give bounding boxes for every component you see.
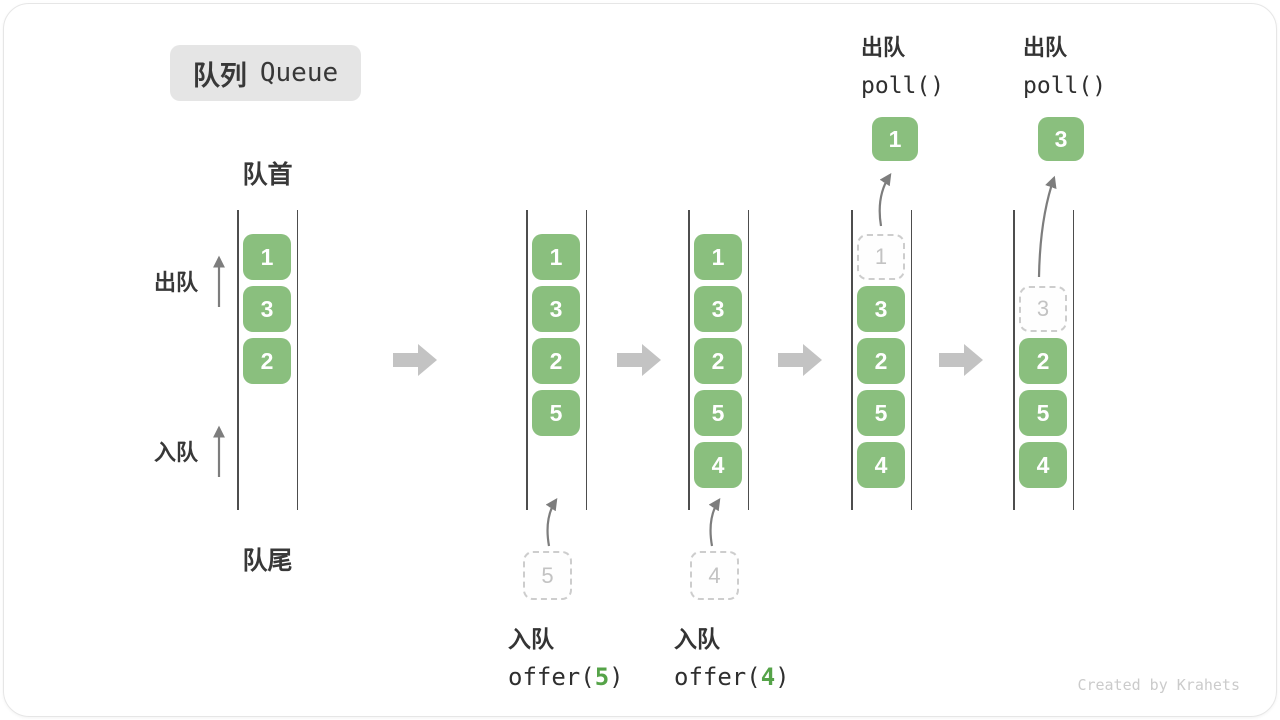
channel-line (910, 210, 912, 510)
staging-item-4: 4 (690, 551, 739, 600)
caption-code: poll() (861, 73, 945, 99)
code-arg: 5 (594, 663, 610, 691)
queue-item: 2 (694, 338, 742, 384)
queue-state-5: 3 2 5 4 (1013, 210, 1074, 510)
dequeue-caption-1: 出队 poll() (861, 30, 944, 99)
channel-line (237, 210, 239, 510)
channel-line (585, 210, 587, 510)
channel-line (1013, 210, 1015, 510)
queue-state-2: 1 3 2 5 (526, 210, 587, 510)
code-pre: offer( (508, 663, 595, 691)
queue-state-1: 1 3 2 (237, 210, 298, 510)
label-dequeue: 出队 (154, 270, 199, 295)
queue-item-removed: 3 (1019, 286, 1067, 332)
title-en: Queue (259, 58, 339, 88)
channel-line (688, 210, 690, 510)
queue-state-4: 1 3 2 5 4 (851, 210, 912, 510)
staging-item-5: 5 (523, 551, 572, 600)
channel-line (526, 210, 528, 510)
title-zh: 队列 (192, 60, 247, 91)
queue-item: 4 (694, 442, 742, 488)
card-border (3, 3, 1277, 717)
queue-item: 2 (1019, 338, 1067, 384)
channel-line (747, 210, 749, 510)
diagram-title: 队列 Queue (170, 45, 361, 101)
caption-code: offer(4) (674, 663, 790, 691)
caption-zh: 出队 (1023, 35, 1068, 60)
queue-item-removed: 1 (857, 234, 905, 280)
queue-item: 2 (857, 338, 905, 384)
queue-item: 4 (1019, 442, 1067, 488)
polled-item-3: 3 (1038, 117, 1084, 161)
label-queue-rear: 队尾 (242, 547, 293, 575)
code-post: ) (609, 663, 624, 691)
channel-line (851, 210, 853, 510)
queue-item: 2 (532, 338, 580, 384)
code-pre: offer( (674, 663, 761, 691)
queue-state-3: 1 3 2 5 4 (688, 210, 749, 510)
queue-item: 5 (857, 390, 905, 436)
label-enqueue: 入队 (154, 440, 199, 465)
caption-zh: 入队 (674, 626, 720, 652)
caption-code: offer(5) (508, 663, 624, 691)
caption-code: poll() (1023, 73, 1107, 99)
dequeue-caption-3: 出队 poll() (1023, 30, 1106, 99)
queue-item: 3 (243, 286, 291, 332)
code-post: ) (775, 663, 790, 691)
queue-item: 3 (694, 286, 742, 332)
channel-line (296, 210, 298, 510)
enqueue-caption-4: 入队 offer(4) (674, 620, 790, 691)
code-arg: 4 (760, 663, 776, 691)
caption-zh: 入队 (508, 626, 554, 652)
queue-item: 5 (1019, 390, 1067, 436)
queue-item: 4 (857, 442, 905, 488)
queue-item: 3 (532, 286, 580, 332)
queue-item: 5 (694, 390, 742, 436)
channel-line (1072, 210, 1074, 510)
queue-item: 3 (857, 286, 905, 332)
queue-item: 1 (243, 234, 291, 280)
label-queue-front: 队首 (242, 161, 293, 189)
enqueue-caption-5: 入队 offer(5) (508, 620, 624, 691)
caption-zh: 出队 (861, 35, 906, 60)
queue-item: 1 (532, 234, 580, 280)
queue-item: 1 (694, 234, 742, 280)
queue-item: 2 (243, 338, 291, 384)
watermark: Created by Krahets (1077, 676, 1240, 694)
queue-item: 5 (532, 390, 580, 436)
polled-item-1: 1 (872, 117, 918, 161)
